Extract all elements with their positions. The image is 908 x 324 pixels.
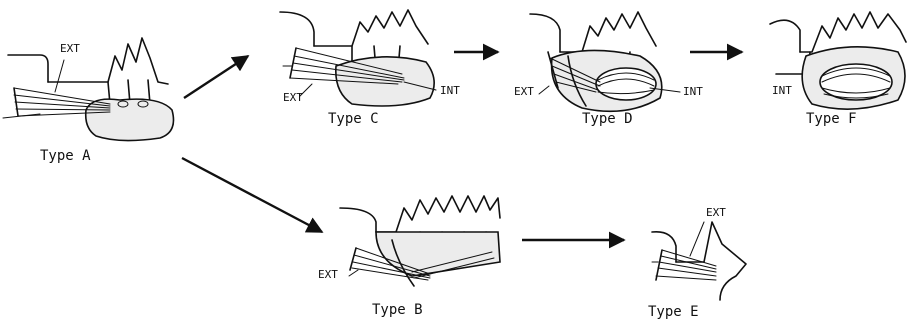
panel-type-c: EXT INT Type C [280,10,460,127]
panel-type-d: EXT INT Type D [514,12,703,127]
type-b-illustration [340,196,500,286]
panel-type-a: EXT Type A [3,38,174,164]
type-a-caption: Type A [40,148,91,164]
type-d-int-label: INT [683,85,703,98]
arrow-a-to-c [184,56,248,98]
type-e-caption: Type E [648,304,699,320]
type-b-ext-label: EXT [318,268,338,281]
type-d-illustration [530,12,680,111]
type-a-ext-label: EXT [60,42,80,55]
type-c-ext-label: EXT [283,91,303,104]
type-f-int-label: INT [772,84,792,97]
panel-type-b: EXT Type B [318,196,500,318]
type-e-illustration [652,222,746,300]
type-d-ext-label: EXT [514,85,534,98]
type-d-caption: Type D [582,111,633,127]
type-a-illustration [3,38,174,141]
arrow-a-to-b [182,158,322,232]
type-f-caption: Type F [806,111,857,127]
type-c-illustration [280,10,436,106]
type-c-caption: Type C [328,111,379,127]
type-c-int-label: INT [440,84,460,97]
type-b-caption: Type B [372,302,423,318]
panel-type-e: EXT Type E [648,206,746,320]
type-e-ext-label: EXT [706,206,726,219]
panel-type-f: INT Type F [770,12,906,127]
